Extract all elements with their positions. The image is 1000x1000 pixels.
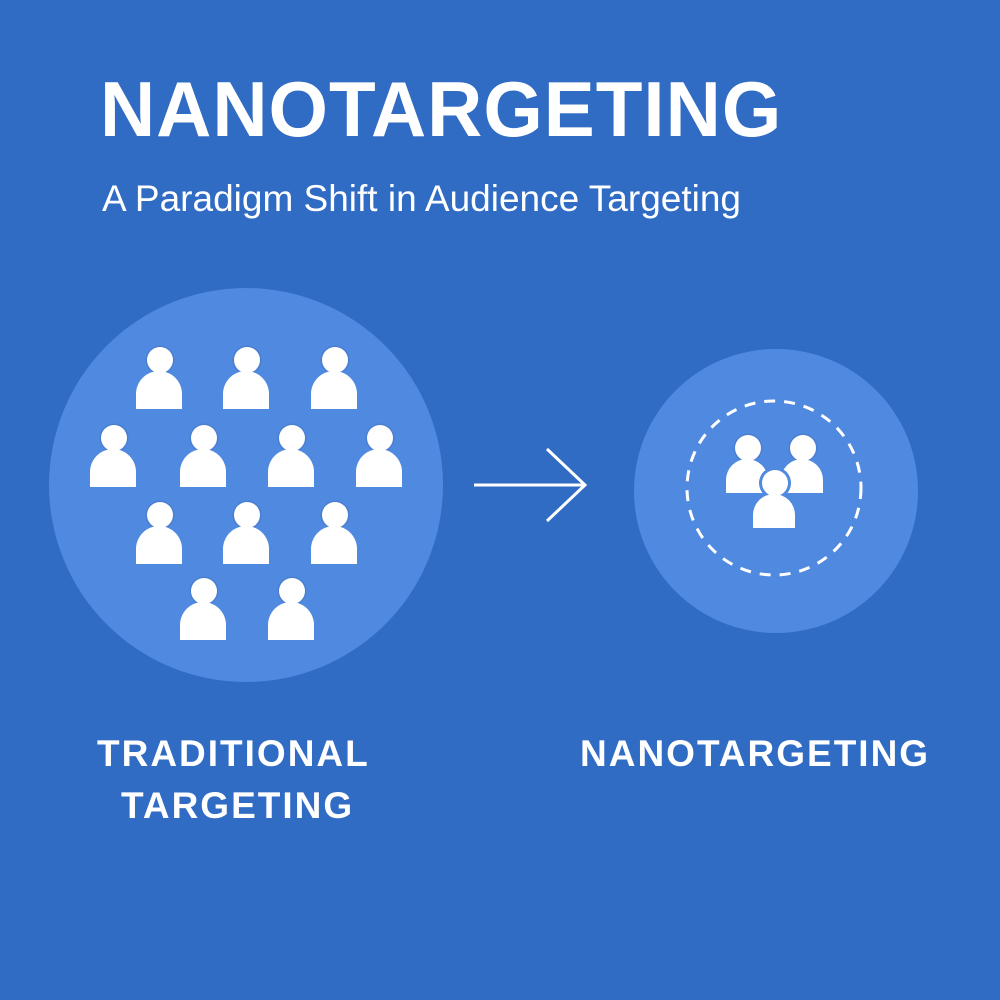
person-icon: [90, 425, 136, 487]
label-line-2: TARGETING: [121, 785, 355, 826]
arrow-right-icon: [474, 447, 588, 523]
subtitle: A Paradigm Shift in Audience Targeting: [102, 178, 742, 219]
person-icon: [268, 425, 314, 487]
small-group-icon: [724, 432, 824, 532]
person-icon: [136, 502, 182, 564]
person-icon: [136, 347, 182, 409]
person-icon: [268, 578, 314, 640]
person-icon: [311, 502, 357, 564]
person-icon: [180, 425, 226, 487]
person-icon: [726, 435, 768, 493]
person-icon: [223, 502, 269, 564]
person-icon: [311, 347, 357, 409]
nanotargeting-label: NANOTARGETING: [580, 733, 931, 774]
person-icon: [356, 425, 402, 487]
label-line-1: TRADITIONAL: [97, 733, 370, 774]
main-title: NANOTARGETING: [100, 65, 783, 153]
person-icon: [753, 470, 795, 528]
person-icon: [781, 435, 823, 493]
person-icon: [223, 347, 269, 409]
traditional-targeting-label: TRADITIONAL TARGETING: [97, 728, 370, 832]
dashed-target-ring-icon: [685, 399, 863, 577]
person-icon: [180, 578, 226, 640]
